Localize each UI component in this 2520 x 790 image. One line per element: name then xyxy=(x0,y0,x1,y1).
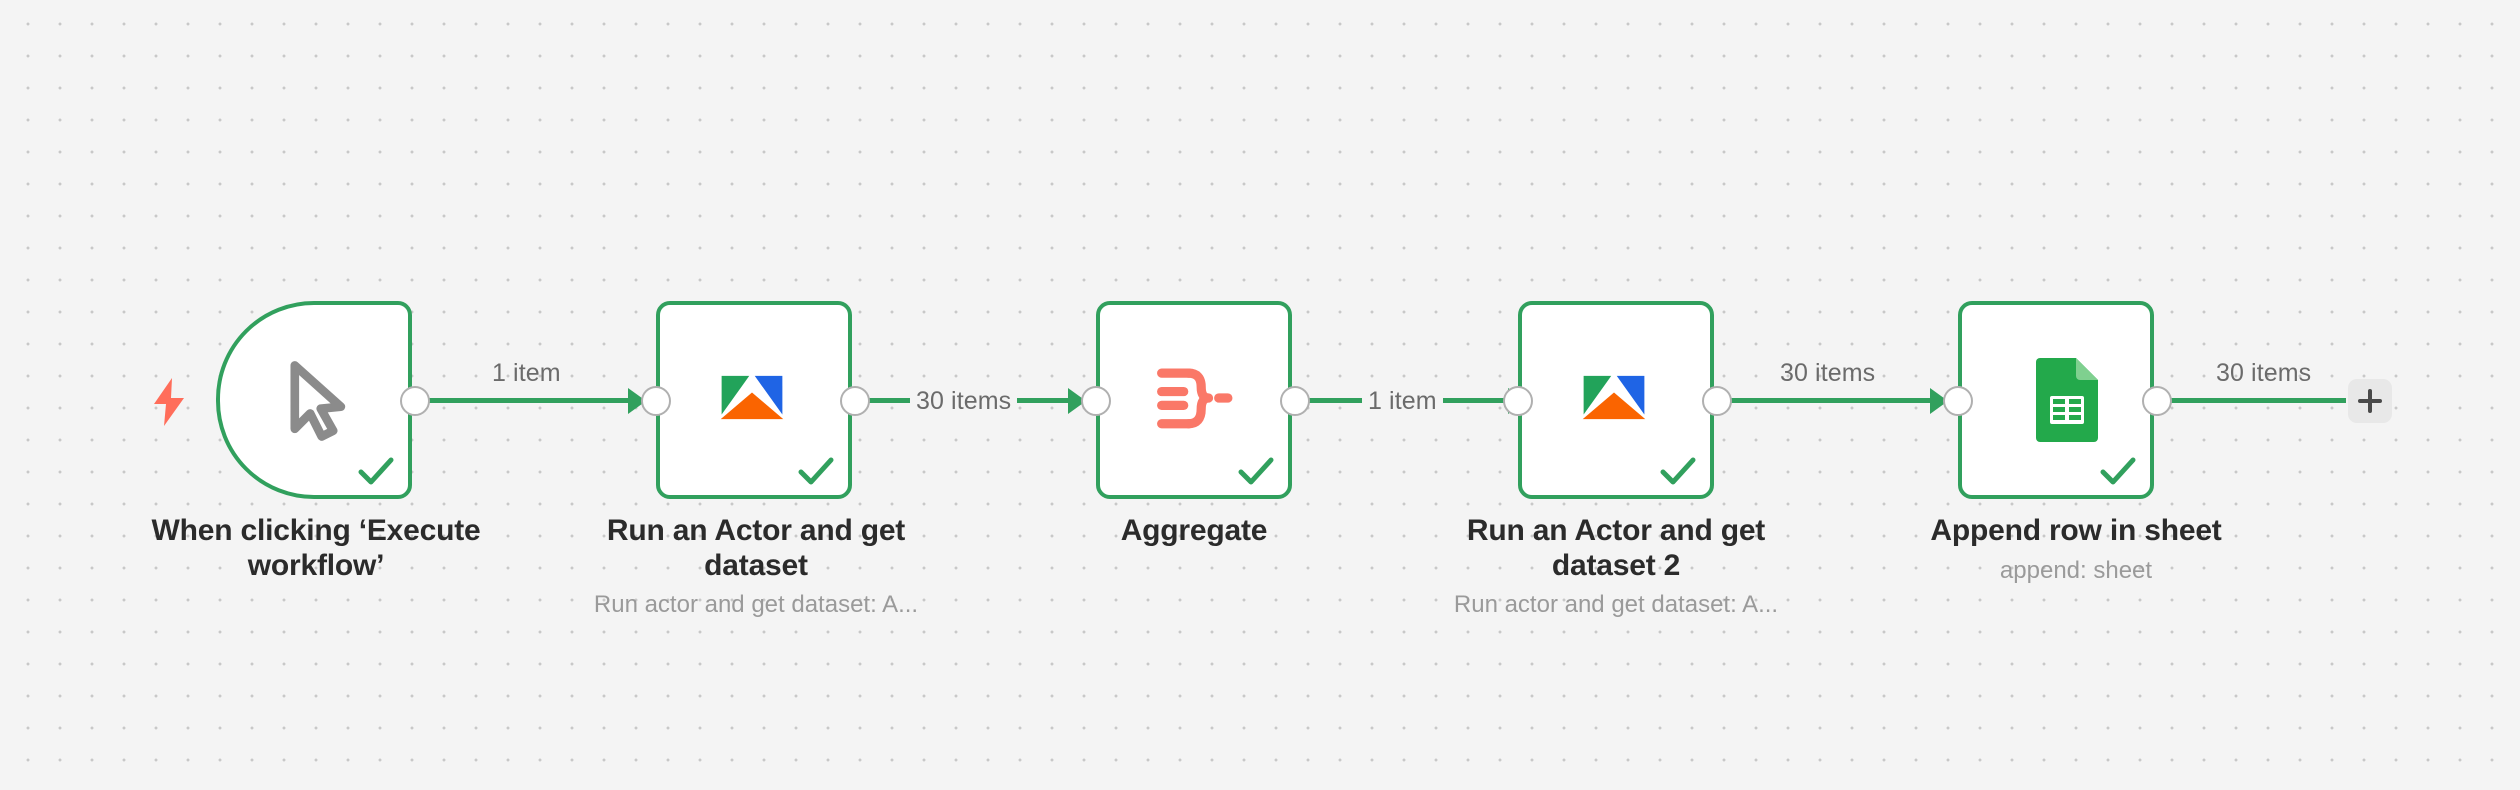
node-success-check-icon xyxy=(1238,457,1274,485)
node-title-line1: Run an Actor and get xyxy=(1466,514,1766,547)
node-title-line2: dataset xyxy=(704,548,808,582)
connector-trigger-to-apify-1[interactable] xyxy=(424,398,656,403)
caption-aggregate: Aggregate xyxy=(1014,514,1374,549)
input-endpoint-apify-2[interactable] xyxy=(1503,386,1533,416)
node-success-check-icon xyxy=(1660,457,1696,485)
output-endpoint-trigger[interactable] xyxy=(400,386,430,416)
node-success-check-icon xyxy=(2100,457,2136,485)
plus-icon xyxy=(2358,389,2382,413)
input-endpoint-aggregate[interactable] xyxy=(1081,386,1111,416)
add-node-button[interactable] xyxy=(2348,379,2392,423)
connector-apify-2-to-google-sheets[interactable] xyxy=(1726,398,1958,403)
node-subtitle: Run actor and get dataset: A... xyxy=(1453,591,1779,618)
node-title-line2: workflow’ xyxy=(247,548,385,582)
aggregate-icon xyxy=(1146,352,1242,448)
connection-label-3: 1 item xyxy=(1362,386,1443,416)
caption-google-sheets: Append row in sheet append: sheet xyxy=(1876,514,2276,584)
connection-label-1: 1 item xyxy=(492,359,561,387)
node-title-line2: dataset 2 xyxy=(1551,548,1681,582)
node-subtitle: append: sheet xyxy=(1999,556,2153,584)
caption-apify-1: Run an Actor and get dataset Run actor a… xyxy=(576,514,936,619)
node-success-check-icon xyxy=(358,457,394,485)
apify-icon xyxy=(1568,352,1664,448)
input-endpoint-apify-1[interactable] xyxy=(641,386,671,416)
node-aggregate[interactable] xyxy=(1096,301,1292,499)
google-sheets-icon xyxy=(2008,352,2104,448)
output-endpoint-apify-1[interactable] xyxy=(840,386,870,416)
node-success-check-icon xyxy=(798,457,834,485)
trigger-lightning-bolt-icon xyxy=(154,378,184,426)
node-title-line1: Append row in sheet xyxy=(1930,514,2222,547)
connection-label-2: 30 items xyxy=(910,386,1018,416)
input-endpoint-google-sheets[interactable] xyxy=(1943,386,1973,416)
node-title-line1: Aggregate xyxy=(1120,514,1268,547)
caption-trigger: When clicking ‘Execute workflow’ xyxy=(96,514,536,583)
connection-label-5: 30 items xyxy=(2216,359,2312,387)
caption-apify-2: Run an Actor and get dataset 2 Run actor… xyxy=(1436,514,1796,619)
output-endpoint-google-sheets[interactable] xyxy=(2142,386,2172,416)
node-run-an-actor-and-get-dataset-2[interactable] xyxy=(1518,301,1714,499)
cursor-arrow-icon xyxy=(266,352,362,448)
node-title-line1: Run an Actor and get xyxy=(606,514,906,547)
node-when-clicking-execute-workflow[interactable] xyxy=(216,301,412,499)
connector-google-sheets-to-add-node[interactable] xyxy=(2166,398,2346,403)
node-run-an-actor-and-get-dataset[interactable] xyxy=(656,301,852,499)
connection-label-4: 30 items xyxy=(1780,359,1876,387)
output-endpoint-aggregate[interactable] xyxy=(1280,386,1310,416)
node-subtitle: Run actor and get dataset: A... xyxy=(593,591,919,618)
apify-icon xyxy=(706,352,802,448)
node-append-row-in-sheet[interactable] xyxy=(1958,301,2154,499)
output-endpoint-apify-2[interactable] xyxy=(1702,386,1732,416)
node-title-line1: When clicking ‘Execute xyxy=(151,514,481,547)
